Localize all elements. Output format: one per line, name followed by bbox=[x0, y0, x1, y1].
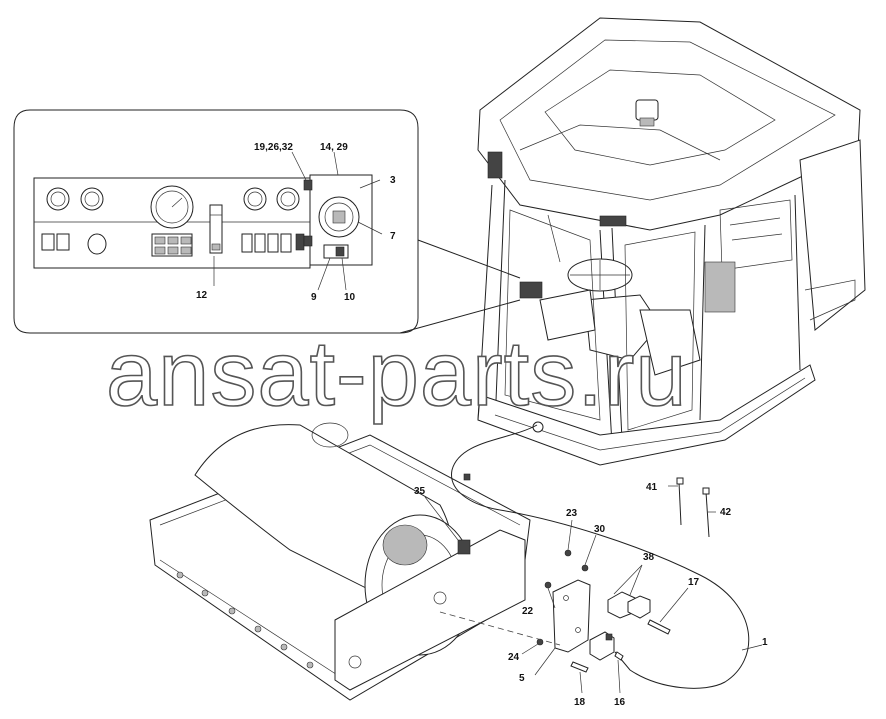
callout-9: 9 bbox=[311, 292, 317, 303]
cable bbox=[451, 424, 750, 689]
callout-16: 16 bbox=[614, 697, 626, 708]
callout-7: 7 bbox=[390, 231, 396, 242]
callout-18: 18 bbox=[574, 697, 586, 708]
callout-5: 5 bbox=[519, 673, 525, 684]
operator-cab bbox=[477, 17, 866, 466]
callout-24: 24 bbox=[508, 652, 520, 663]
leader-lines bbox=[213, 151, 763, 694]
callout-42: 42 bbox=[720, 507, 732, 518]
callout-12: 12 bbox=[196, 290, 208, 301]
watermark-text: ansat-parts.ru bbox=[106, 323, 688, 425]
callout-30: 30 bbox=[594, 524, 606, 535]
callout-38: 38 bbox=[643, 552, 655, 563]
callout-1: 1 bbox=[762, 637, 768, 648]
callout-23: 23 bbox=[566, 508, 578, 519]
dashboard-inset bbox=[13, 109, 521, 334]
callout-3: 3 bbox=[390, 175, 396, 186]
roller-drum bbox=[149, 422, 531, 701]
callout-22: 22 bbox=[522, 606, 534, 617]
callout-35: 35 bbox=[414, 486, 426, 497]
callout-41: 41 bbox=[646, 482, 658, 493]
callout-10: 10 bbox=[344, 292, 356, 303]
callout-14-29: 14, 29 bbox=[320, 142, 348, 153]
callout-17: 17 bbox=[688, 577, 700, 588]
callout-19-26-32: 19,26,32 bbox=[254, 142, 293, 153]
sensor-bracket-parts bbox=[439, 477, 710, 673]
